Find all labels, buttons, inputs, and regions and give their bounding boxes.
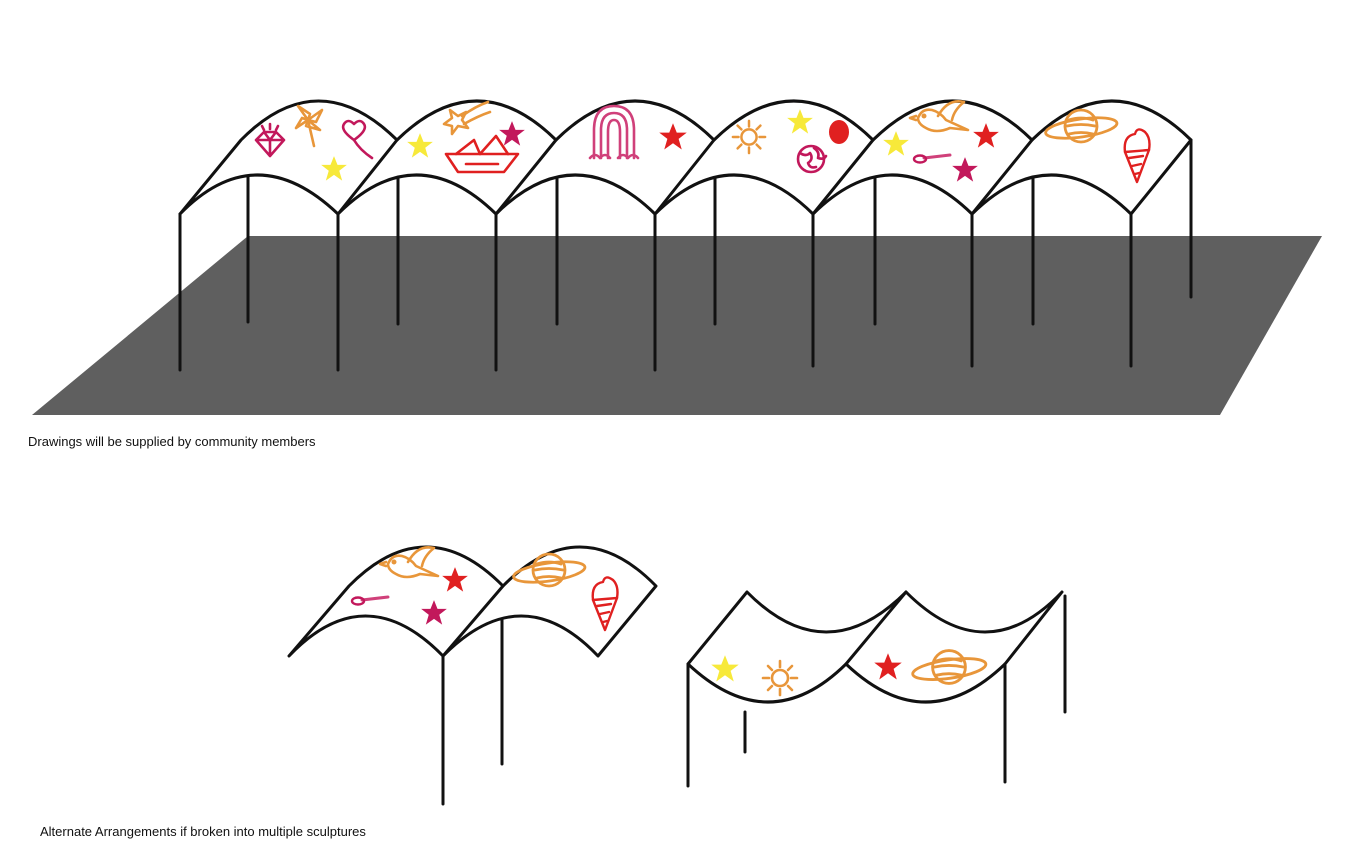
- shooting-star-icon: [442, 100, 492, 136]
- alt-arch-canopy: [287, 545, 658, 658]
- diamond-icon: [254, 122, 286, 158]
- main-sculpture: [178, 99, 1193, 372]
- paper-boat-icon: [444, 134, 520, 174]
- alt-wave-sculpture: [686, 590, 1067, 788]
- caption-alternate-arrangements: Alternate Arrangements if broken into mu…: [40, 824, 366, 839]
- back-posts: [246, 138, 1193, 326]
- alt-wave-back-posts: [743, 594, 1067, 754]
- panel-3-drawings: [588, 104, 687, 160]
- panel-1-drawings: [254, 104, 374, 181]
- panel-2-drawings: [407, 100, 525, 174]
- alt-wave-seam: [844, 590, 908, 666]
- canopy-seams: [336, 138, 1034, 216]
- caption-community-drawings: Drawings will be supplied by community m…: [28, 434, 316, 449]
- pinwheel-icon: [294, 104, 324, 148]
- heart-balloon-icon: [341, 119, 374, 160]
- main-canopy: [178, 99, 1193, 216]
- red-dot-icon: [829, 120, 849, 144]
- alt-wave-front-posts: [686, 662, 1007, 788]
- alt-arch-sculpture: [287, 545, 658, 806]
- ground-plane: [32, 236, 1322, 415]
- alt-arch-seam: [441, 584, 505, 658]
- panel-4-drawings: [731, 109, 849, 174]
- front-posts: [178, 212, 1133, 372]
- globe-icon: [796, 144, 828, 174]
- rainbow-icon: [588, 104, 640, 160]
